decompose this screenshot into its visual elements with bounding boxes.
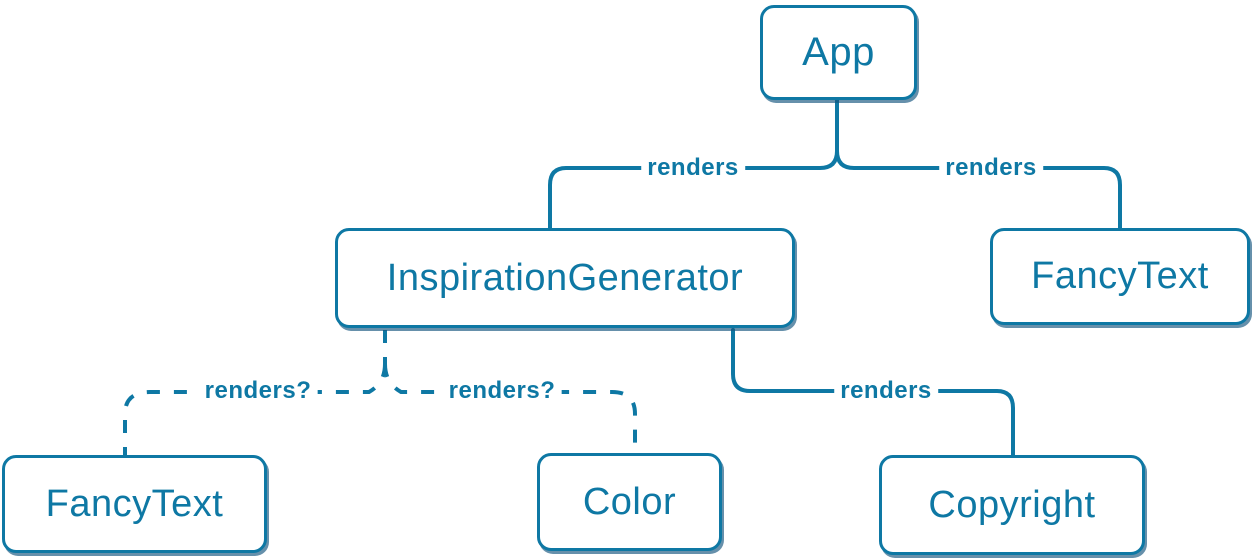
edge-label-renders-inspirationgenerator-copyright: renders [834, 377, 938, 405]
edge-label-renders-app-fancytext: renders [939, 154, 1043, 182]
node-fancy-text-bottom: FancyText [2, 455, 267, 553]
edge-label-renders-app-inspirationgenerator: renders [641, 154, 745, 182]
node-fancy-text-top: FancyText [990, 228, 1250, 325]
edge-inspirationgenerator-color-conditional [383, 363, 637, 453]
edge-label-renders-conditional-fancytext: renders? [198, 377, 318, 405]
edge-label-renders-conditional-color: renders? [442, 377, 562, 405]
node-copyright: Copyright [879, 455, 1145, 555]
node-color: Color [537, 453, 722, 551]
edge-inspirationgenerator-fancytext-conditional [123, 363, 387, 455]
node-inspiration-generator: InspirationGenerator [335, 228, 795, 328]
node-app: App [760, 5, 917, 100]
